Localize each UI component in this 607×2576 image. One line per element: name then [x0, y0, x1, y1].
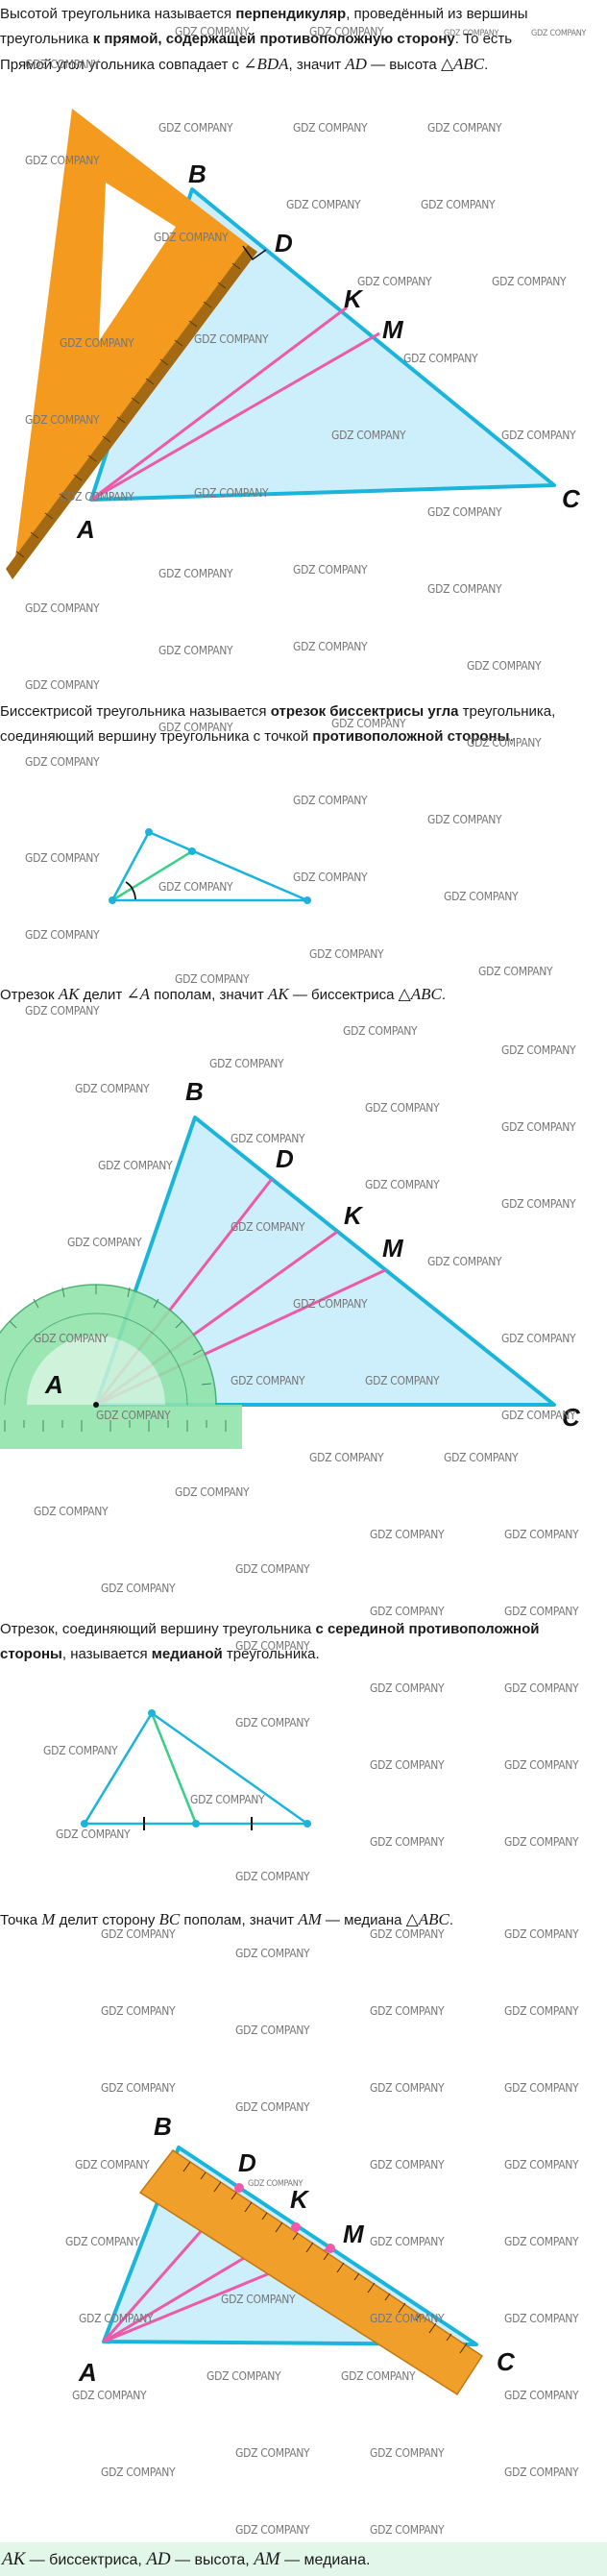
label-k: K: [344, 284, 364, 313]
watermark: GDZ COMPANY: [370, 2446, 445, 2460]
label-a: A: [44, 1370, 63, 1399]
watermark: GDZ COMPANY: [370, 2523, 445, 2537]
text: , значит: [288, 57, 346, 73]
math-triangle: △ABC: [440, 55, 485, 73]
bold-term: медианой: [151, 1646, 223, 1662]
figure-median-ruler: B D K M C A: [78, 2112, 516, 2396]
text: треугольника.: [222, 1646, 320, 1662]
label-m: M: [382, 1234, 404, 1263]
bisector-line: [111, 849, 193, 902]
text: .: [449, 1912, 454, 1928]
label-b: B: [185, 1077, 204, 1106]
bold-term: противоположной стороны: [312, 728, 510, 745]
text: — биссектриса: [288, 987, 399, 1003]
height-definition: Высотой треугольника называется перпенди…: [0, 2, 607, 78]
text: — биссектриса,: [25, 2552, 147, 2568]
figure-height-set-square: B D K M C A: [6, 109, 581, 579]
bold-term: к прямой, содержащей противоположную сто…: [92, 31, 455, 47]
triangle-abc-2: [94, 1116, 556, 1407]
figure-bisector-protractor: B D K M C A: [0, 1077, 581, 1449]
median-note: Точка M делит сторону BC пополам, значит…: [0, 1907, 607, 1933]
text: Отрезок, соединяющий вершину треугольник…: [0, 1621, 316, 1637]
math-segment: AM: [254, 2549, 280, 2569]
text: Точка: [0, 1912, 42, 1928]
label-d: D: [275, 229, 293, 258]
median-line: [150, 1712, 198, 1825]
text: делит: [79, 987, 127, 1003]
label-m: M: [382, 315, 404, 344]
text: делит сторону: [55, 1912, 159, 1928]
bisector-note: Отрезок AK делит ∠A пополам, значит AK —…: [0, 982, 607, 1008]
watermark: GDZ COMPANY: [235, 2523, 310, 2537]
text: .: [441, 987, 446, 1003]
text: пополам, значит: [150, 987, 268, 1003]
math-segment: AK: [2, 2549, 26, 2569]
segment-am: [90, 331, 380, 502]
text: . То есть: [454, 31, 513, 47]
text: .: [484, 57, 489, 73]
math-angle: ∠A: [126, 985, 150, 1003]
text: треугольника, соединяющий вершину треуго…: [0, 703, 556, 745]
text: , называется: [61, 1646, 152, 1662]
label-a: A: [78, 2358, 97, 2387]
segment-ak: [90, 306, 348, 502]
text: Высотой треугольника называется: [0, 6, 236, 22]
bold-term: с серединой противоположной стороны: [0, 1621, 540, 1662]
figure-median-small: [81, 1709, 311, 1830]
text: — медиана: [321, 1912, 406, 1928]
bold-term: перпендикуляр: [235, 6, 347, 22]
watermark: GDZ COMPANY: [101, 2466, 176, 2479]
math-triangle: △ABC: [398, 985, 442, 1003]
watermark: GDZ COMPANY: [504, 2466, 579, 2479]
median-definition: Отрезок, соединяющий вершину треугольник…: [0, 1617, 607, 1667]
watermark: GDZ COMPANY: [235, 2446, 310, 2460]
math-side: BC: [158, 1910, 181, 1928]
label-b: B: [188, 159, 206, 188]
label-d: D: [276, 1144, 294, 1173]
label-a: A: [76, 515, 95, 544]
label-c: C: [497, 2347, 516, 2376]
math-point: M: [41, 1910, 56, 1928]
math-segment: AD: [146, 2549, 171, 2569]
label-k: K: [344, 1201, 364, 1230]
label-c: C: [562, 1403, 581, 1432]
bold-term: отрезок биссектрисы угла: [270, 703, 459, 720]
text: , проведённый из вершины треугольника: [0, 6, 528, 47]
math-triangle: △ABC: [405, 1910, 449, 1928]
label-k: K: [290, 2185, 310, 2214]
summary-footer: AK — биссектриса, AD — высота, AM — меди…: [0, 2542, 607, 2576]
triangle-small: [110, 830, 309, 902]
label-c: C: [562, 484, 581, 513]
label-d: D: [238, 2148, 256, 2177]
label-b: B: [154, 2112, 172, 2141]
math-segment: AK: [58, 985, 80, 1003]
text: — высота: [366, 57, 441, 73]
text: — медиана.: [279, 2552, 371, 2568]
text: пополам, значит: [180, 1912, 299, 1928]
protractor: [0, 1284, 242, 1449]
bisector-definition: Биссектрисой треугольника называется отр…: [0, 699, 607, 749]
label-m: M: [343, 2220, 365, 2248]
ruler: [138, 2148, 484, 2396]
math-segment: AK: [267, 985, 289, 1003]
figure-bisector-small: [109, 828, 311, 904]
text: .: [509, 728, 514, 745]
text: Прямой угол угольника совпадает с: [0, 57, 244, 73]
math-angle: ∠BDA: [243, 55, 289, 73]
math-segment: AM: [298, 1910, 322, 1928]
text: Отрезок: [0, 987, 59, 1003]
math-segment: AD: [345, 55, 367, 73]
text: — высота,: [170, 2552, 255, 2568]
text: Биссектрисой треугольника называется: [0, 703, 271, 720]
set-square: [6, 109, 257, 579]
right-angle-marker: [242, 245, 267, 261]
